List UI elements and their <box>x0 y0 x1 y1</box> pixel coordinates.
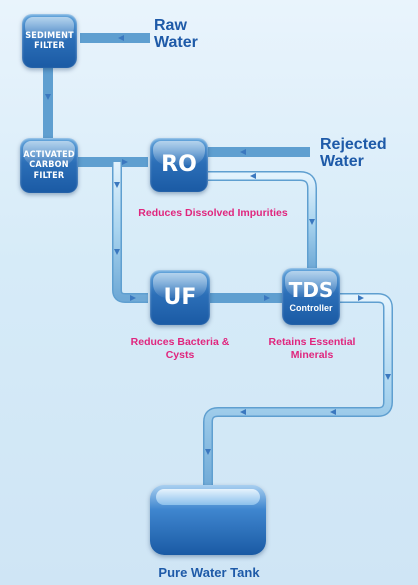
pipe-tds-to-tank <box>203 293 393 488</box>
ro-label: RO <box>161 152 197 178</box>
arrow-icon <box>114 182 120 188</box>
raw-water-label: Raw Water <box>154 17 198 51</box>
sediment-filter-box: SEDIMENT FILTER <box>22 14 77 68</box>
pure-water-tank <box>150 485 266 555</box>
pipe-carbon-to-uf <box>112 162 148 303</box>
tds-description: Retains Essential Minerals <box>268 336 356 362</box>
tds-label: TDS <box>288 278 334 303</box>
arrow-icon <box>114 249 120 255</box>
tds-controller-box: TDS Controller <box>282 268 340 325</box>
arrow-icon <box>240 409 246 415</box>
arrow-icon <box>385 374 391 380</box>
tank-label: Pure Water Tank <box>158 565 260 580</box>
uf-label: UF <box>163 284 197 310</box>
arrow-icon <box>264 295 270 301</box>
arrow-icon <box>330 409 336 415</box>
arrow-icon <box>358 295 364 301</box>
uf-description: Reduces Bacteria & Cysts <box>130 336 230 362</box>
arrow-icon <box>240 149 246 155</box>
arrow-icon <box>122 159 128 165</box>
ro-description: Reduces Dissolved Impurities <box>138 207 288 219</box>
tds-controller-label: Controller <box>289 303 333 314</box>
carbon-filter-label: ACTIVATED CARBON FILTER <box>23 149 75 181</box>
sediment-filter-label: SEDIMENT FILTER <box>25 30 74 51</box>
arrow-icon <box>118 35 124 41</box>
arrow-icon <box>309 219 315 225</box>
carbon-filter-box: ACTIVATED CARBON FILTER <box>20 138 78 193</box>
arrow-icon <box>205 449 211 455</box>
ro-box: RO <box>150 138 208 192</box>
pipe-ro-to-tds <box>208 171 317 268</box>
rejected-water-label: Rejected Water <box>320 136 387 170</box>
arrow-icon <box>250 173 256 179</box>
uf-box: UF <box>150 270 210 325</box>
flow-arrows <box>45 35 391 455</box>
arrow-icon <box>45 94 51 100</box>
arrow-icon <box>130 295 136 301</box>
